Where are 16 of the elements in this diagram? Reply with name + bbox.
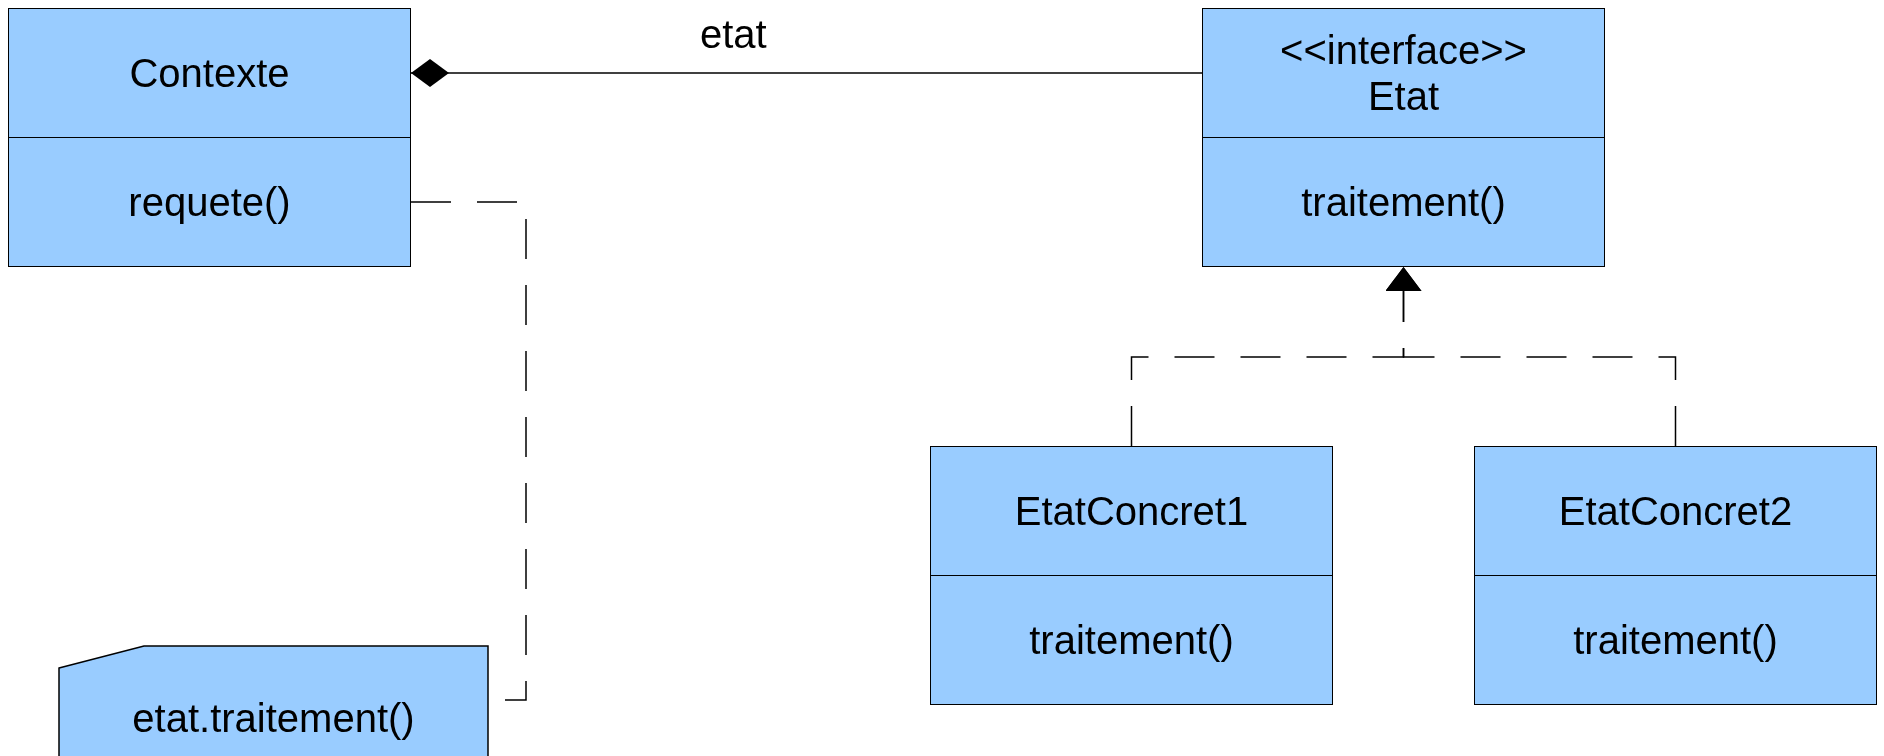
class-box [930,446,1333,705]
class-name: Etat [1367,73,1440,119]
method-name: requete() [128,179,291,225]
stereotype-label: <<interface>> [1280,27,1527,73]
composition-line [410,59,1203,87]
class-box [8,8,411,267]
class-box [1202,8,1605,267]
note-text: etat.traitement() [131,695,416,741]
class-name: EtatConcret2 [1558,488,1793,534]
method-name: traitement() [1029,617,1234,663]
method-name: traitement() [1573,617,1778,663]
note-shape [58,645,489,756]
class-name: Contexte [129,50,290,96]
class-name: EtatConcret1 [1014,488,1249,534]
method-name: traitement() [1301,179,1506,225]
class-box [1474,446,1877,705]
